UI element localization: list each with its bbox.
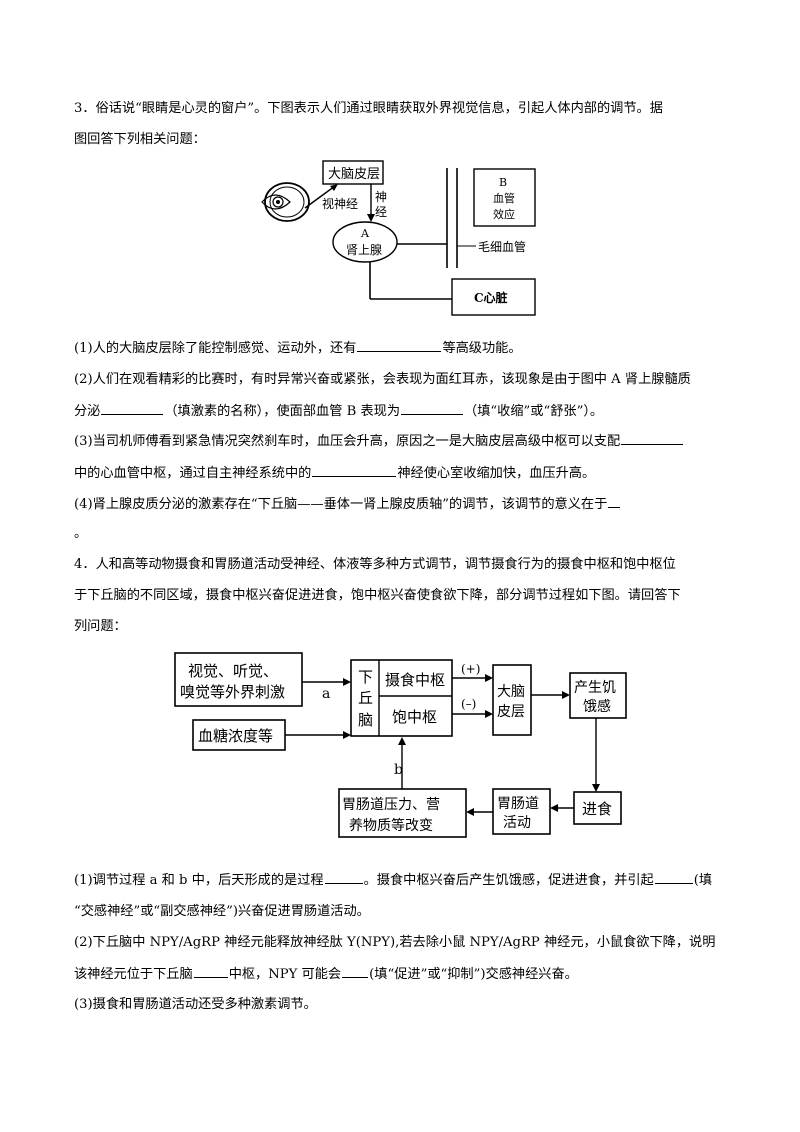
q3-sub3-line2: 中的心血管中枢，通过自主神经系统中的 神经使心室收缩加快，血压升高。 [74, 463, 595, 484]
answer-blank[interactable] [312, 463, 397, 477]
vessel-b-box [473, 168, 536, 227]
q3-sub1-text-a: (1)人的大脑皮层除了能控制感觉、运动外，还有 [74, 341, 357, 356]
answer-blank[interactable] [654, 870, 693, 884]
feeding-center-label: 摄食中枢 [385, 671, 445, 689]
adrenal-gland [332, 221, 398, 263]
adrenal-label: 肾上腺 [346, 243, 382, 257]
hypothalamus-char-1: 下 [358, 668, 373, 686]
answer-blank[interactable] [101, 401, 164, 415]
plus-label: (+) [461, 662, 480, 676]
hunger-box [569, 672, 627, 719]
q4-sub2-line2: 该神经元位于下丘脑 中枢，NPY 可能会 (填“促进”或“抑制”)交感神经兴奋。 [74, 964, 578, 985]
q3-sub2-line2: 分泌 （填激素的名称），使面部血管 B 表现为 （填“收缩”或“舒张”）。 [74, 401, 603, 422]
answer-blank[interactable] [621, 431, 684, 445]
q3-sub2-text-a: 分泌 [74, 404, 101, 419]
cerebral-cortex-box [492, 664, 532, 736]
gi-line2: 活动 [503, 815, 531, 831]
capillary-label: 毛细血管 [478, 239, 526, 254]
answer-blank[interactable] [357, 338, 442, 352]
q4-intro-line2: 于下丘脑的不同区域，摄食中枢兴奋促进进食，饱中枢兴奋使食欲下降，部分调节过程如下… [74, 588, 681, 603]
q4-diagram: 视觉、听觉、 嗅觉等外界刺激 a 血糖浓度等 下 丘 脑 摄食中枢 饱中枢 (+… [174, 652, 627, 838]
q3-sub3-text-a: (3)当司机师傅看到紧急情况突然刹车时，血压会升高，原因之一是大脑皮层高级中枢可… [74, 434, 621, 449]
gi-pressure-box [338, 788, 467, 838]
vessel-b-letter: B [499, 176, 507, 189]
heart-label: C心脏 [474, 290, 508, 305]
satiety-center-label: 饱中枢 [392, 708, 437, 726]
blood-sugar-box [192, 719, 286, 751]
nerve-char-2: 经 [375, 205, 387, 219]
adrenal-letter: A [360, 227, 370, 240]
nerve-char-1: 神 [375, 190, 387, 204]
q4-sub3-line1: (3)摄食和胃肠道活动还受多种激素调节。 [74, 997, 317, 1012]
q3-sub2-text-c: （填“收缩”或“舒张”）。 [464, 404, 604, 419]
q4-sub2-text-a: 该神经元位于下丘脑 [74, 967, 193, 982]
q4-sub2-text-c: (填“促进”或“抑制”)交感神经兴奋。 [369, 967, 578, 982]
q3-intro-line1: 3．俗话说“眼睛是心灵的窗户”。下图表示人们通过眼睛获取外界视觉信息，引起人体内… [74, 101, 663, 116]
label-a: a [322, 686, 330, 702]
hypothalamus-char-2: 丘 [358, 689, 373, 707]
q3-sub3-text-c: 神经使心室收缩加快，血压升高。 [397, 466, 596, 481]
eating-box [573, 791, 622, 825]
answer-blank[interactable] [342, 964, 369, 978]
answer-blank[interactable] [401, 401, 464, 415]
answer-blank[interactable] [324, 870, 363, 884]
q3-intro-line2: 图回答下列相关问题： [74, 132, 206, 147]
vessel-b-line1: 血管 [493, 191, 515, 205]
cortex-label: 大脑皮层 [328, 167, 380, 182]
hunger-line1: 产生饥 [574, 680, 616, 696]
q4-sub2-line1: (2)下丘脑中 NPY/AgRP 神经元能释放神经肽 Y(NPY),若去除小鼠 … [74, 935, 716, 950]
q3-sub2-line1: (2)人们在观看精彩的比赛时，有时异常兴奋或紧张，会表现为面红耳赤，该现象是由于… [74, 372, 691, 387]
pressure-line2: 养物质等改变 [349, 817, 433, 834]
hypothalamus-box [350, 659, 453, 737]
q4-intro-line1: 4．人和高等动物摄食和胃肠道活动受神经、体液等多种方式调节，调节摄食行为的摄食中… [74, 557, 676, 572]
answer-blank[interactable] [193, 964, 228, 978]
eye-icon [261, 182, 310, 222]
eating-label: 进食 [582, 800, 612, 818]
label-b: b [394, 762, 403, 778]
optic-nerve-label: 视神经 [322, 196, 358, 211]
stimulus-line2: 嗅觉等外界刺激 [180, 683, 285, 701]
heart-box [451, 278, 536, 316]
q4-sub2-text-b: 中枢，NPY 可能会 [228, 967, 342, 982]
answer-blank[interactable] [608, 494, 621, 508]
stimulus-box [174, 652, 303, 707]
hypothalamus-char-3: 脑 [358, 711, 373, 729]
pressure-line1: 胃肠道压力、营 [342, 797, 440, 813]
q3-diagram: 视神经 大脑皮层 神 经 A 肾上腺 毛细血管 B 血管 效应 C心脏 [261, 160, 536, 316]
q4-sub1-text-a: (1)调节过程 a 和 b 中，后天形成的是过程 [74, 873, 324, 888]
q3-sub2-text-b: （填激素的名称），使面部血管 B 表现为 [164, 404, 401, 419]
q4-sub1-line2: “交感神经”或“副交感神经”)兴奋促进胃肠道活动。 [74, 904, 370, 919]
q3-sub1: (1)人的大脑皮层除了能控制感觉、运动外，还有 等高级功能。 [74, 338, 522, 359]
q3-sub4-line1: (4)肾上腺皮质分泌的激素存在“下丘脑——垂体一肾上腺皮质轴”的调节，该调节的意… [74, 494, 621, 515]
vessel-b-line2: 效应 [493, 207, 515, 221]
q3-sub4-text: (4)肾上腺皮质分泌的激素存在“下丘脑——垂体一肾上腺皮质轴”的调节，该调节的意… [74, 497, 608, 512]
q3-sub4-line2: 。 [74, 526, 88, 541]
stimulus-line1: 视觉、听觉、 [188, 662, 278, 680]
gi-activity-box [492, 788, 551, 835]
q3-sub3-line1: (3)当司机师傅看到紧急情况突然刹车时，血压会升高，原因之一是大脑皮层高级中枢可… [74, 431, 684, 452]
cortex-line2: 皮层 [497, 704, 525, 720]
q4-intro-line3: 列问题： [74, 619, 127, 634]
cortex-box [322, 160, 384, 185]
q4-sub1-text-c: (填 [693, 873, 713, 888]
hunger-line2: 饿感 [583, 698, 611, 715]
gi-line1: 胃肠道 [497, 796, 539, 812]
q4-sub1-text-b: 。摄食中枢兴奋后产生饥饿感，促进进食，并引起 [363, 873, 654, 888]
blood-sugar-label: 血糖浓度等 [198, 727, 273, 745]
q4-sub1-line1: (1)调节过程 a 和 b 中，后天形成的是过程 。摄食中枢兴奋后产生饥饿感，促进… [74, 870, 712, 891]
q3-sub1-text-b: 等高级功能。 [442, 341, 522, 356]
q3-sub3-text-b: 中的心血管中枢，通过自主神经系统中的 [74, 466, 312, 481]
minus-label: (–) [461, 697, 476, 711]
cortex-line1: 大脑 [497, 684, 525, 700]
